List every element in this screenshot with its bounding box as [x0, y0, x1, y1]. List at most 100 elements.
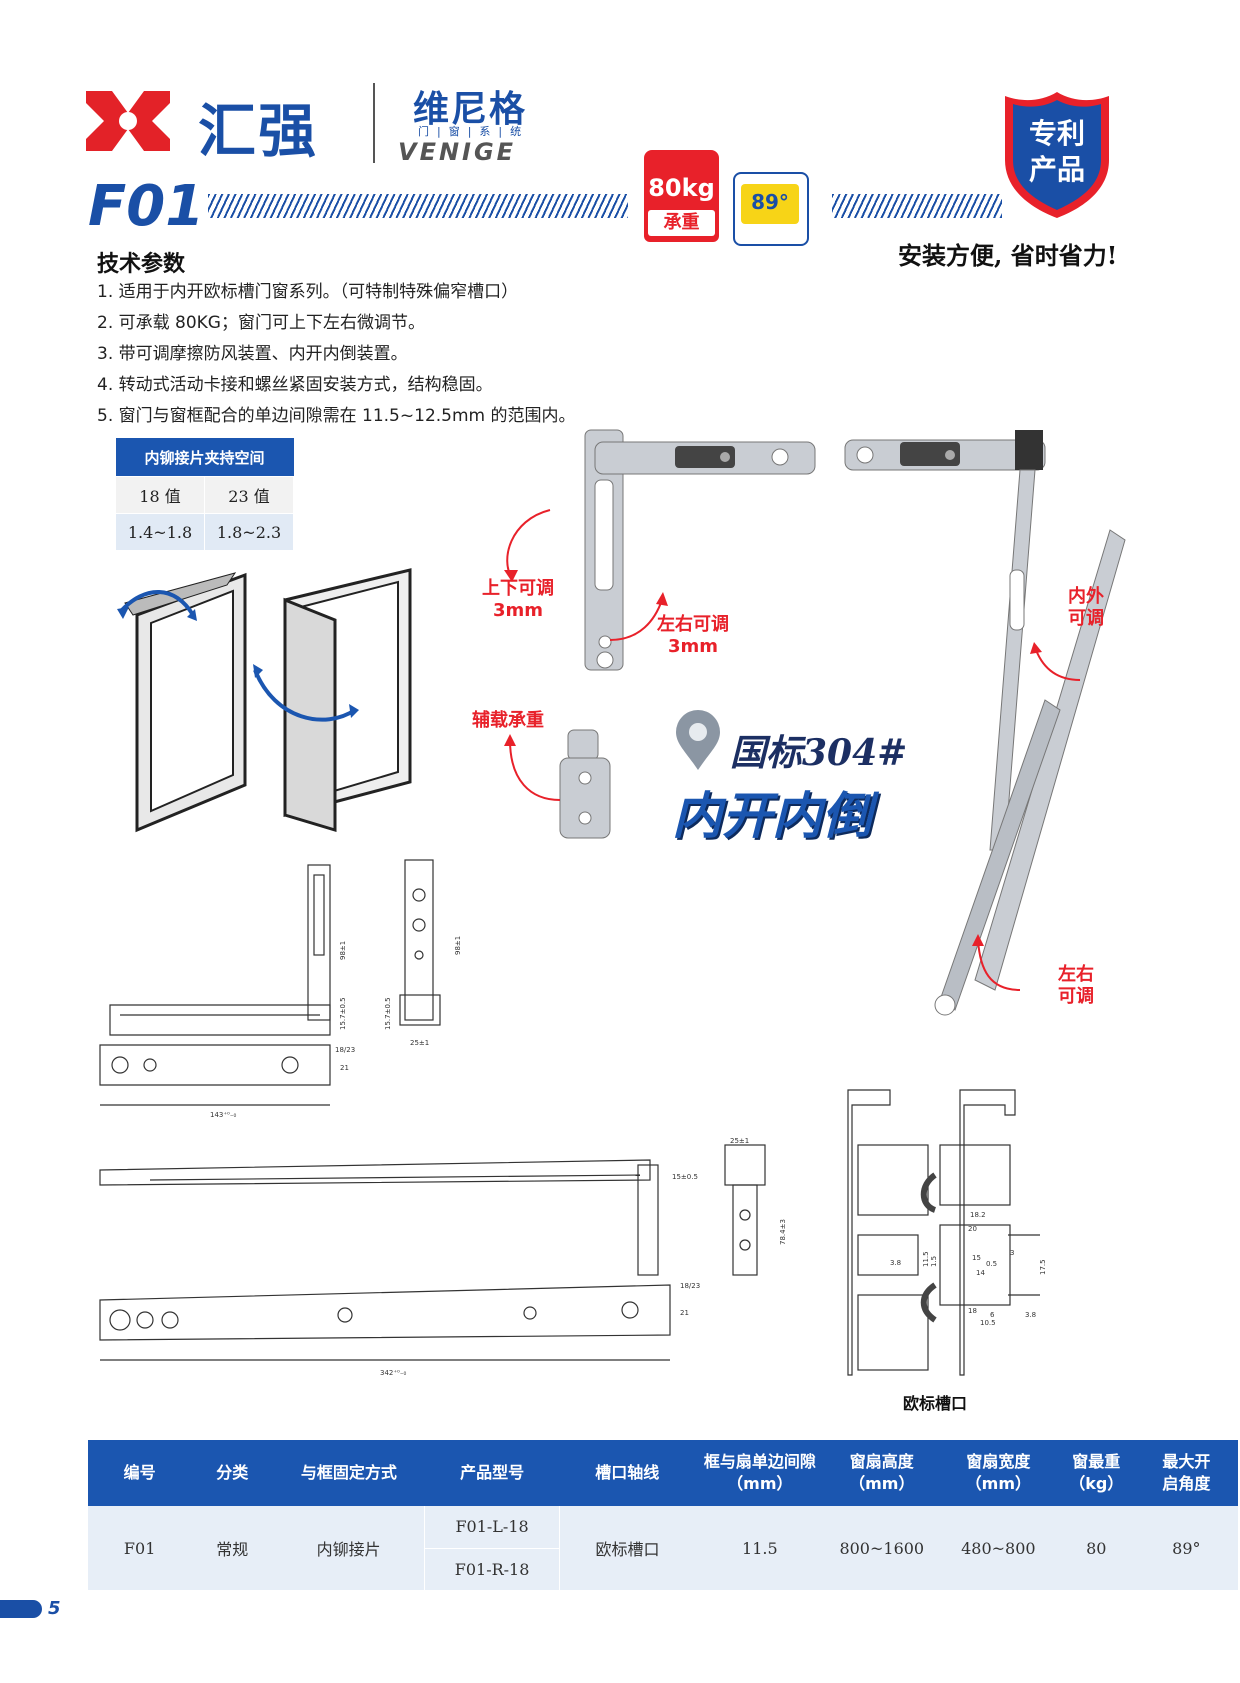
dim-21b: 21 [680, 1309, 689, 1317]
title-hatch-left [208, 194, 628, 218]
slogan: 安装方便, 省时省力! [898, 241, 1118, 270]
drawing-corner-short: 98±1 15.7±0.5 18/23 21 143⁺⁰₋₀ [99, 864, 355, 1119]
load-badge-value: 80kg [648, 174, 715, 202]
dim-98b: 98±1 [454, 936, 462, 955]
product-table-header: 窗扇宽度 （mm） [938, 1440, 1058, 1506]
venige-subtitle: 门|窗|系|统 [418, 125, 530, 138]
patent-line1: 专利 [1028, 117, 1085, 150]
annotation-lr2: 左右 可调 [1058, 964, 1094, 1007]
annotation-leftright: 左右可调 3mm [657, 614, 729, 657]
corner-hinge-right-photo [844, 430, 1126, 1030]
open-type-label: 内开内倒 [672, 787, 872, 845]
dim-21a: 21 [340, 1064, 349, 1072]
profile-182: 18.2 [970, 1211, 986, 1219]
product-id: F01 [88, 1506, 192, 1590]
profile-05: 0.5 [986, 1260, 997, 1268]
product-table-header: 窗最重 （kg） [1057, 1440, 1135, 1506]
product-weight: 80 [1057, 1506, 1135, 1590]
product-height: 800~1600 [824, 1506, 939, 1590]
annotation-inout: 内外 可调 [1068, 586, 1104, 629]
product-model-right: F01-R-18 [423, 1548, 561, 1590]
specs-list: 1. 适用于内开欧标槽门窗系列。（可特制特殊偏窄槽口） 2. 可承载 80KG；… [97, 277, 576, 432]
drawing-long-arm: 15±0.5 18/23 21 342⁺⁰₋₀ [99, 1159, 700, 1377]
product-table-header: 槽口轴线 [559, 1440, 695, 1506]
angle-badge-inner [741, 184, 799, 224]
profile-105: 10.5 [980, 1319, 996, 1327]
drawing-arm-side: 25±1 78.4±3 [724, 1137, 787, 1276]
spec-item: 2. 可承载 80KG；窗门可上下左右微调节。 [97, 313, 425, 333]
casement-window-illustration [253, 560, 425, 833]
product-table-header: 窗扇高度 （mm） [824, 1440, 939, 1506]
product-model-left: F01-L-18 [423, 1506, 561, 1549]
product-table-header: 框与扇单边间隙 （mm） [694, 1440, 825, 1506]
product-table: 编号 分类 与框固定方式 产品型号 槽口轴线 框与扇单边间隙 （mm） 窗扇高度… [88, 1440, 1238, 1590]
product-width: 480~800 [938, 1506, 1058, 1590]
spec-item: 3. 带可调摩擦防风装置、内开内倒装置。 [97, 344, 408, 364]
dim-15: 15±0.5 [672, 1173, 698, 1181]
profile-38a: 3.8 [890, 1259, 901, 1267]
profile-15: 1.5 [930, 1256, 938, 1267]
load-badge: 80kg 承重 [644, 150, 719, 242]
dim-98a: 98±1 [339, 941, 347, 960]
model-code: F01 [88, 174, 205, 239]
venige-cn-name: 维尼格 [413, 89, 528, 130]
dim-25a: 25±1 [410, 1039, 429, 1047]
product-table-header: 分类 [191, 1440, 274, 1506]
corner-hinge-left-photo [565, 429, 816, 690]
angle-badge-value: 89° [751, 190, 789, 214]
product-axis: 欧标槽口 [559, 1506, 695, 1590]
header-divider [373, 83, 375, 163]
profile-6: 6 [990, 1311, 995, 1319]
product-gap: 11.5 [694, 1506, 825, 1590]
venige-en-name: VENIGE [398, 138, 517, 166]
patent-shield: 专利 产品 [1003, 90, 1111, 220]
profile-15b: 15 [972, 1254, 981, 1262]
title-hatch-right [832, 194, 1002, 218]
drawing-corner-side: 98±1 15.7±0.5 25±1 [384, 859, 462, 1047]
aux-support-photo [559, 729, 611, 840]
brand-logo-mark [86, 91, 170, 151]
dim-157a: 15.7±0.5 [339, 997, 347, 1030]
adjust-arrows [504, 509, 1081, 991]
product-table-header: 编号 [88, 1440, 192, 1506]
dim-342: 342⁺⁰₋₀ [380, 1369, 407, 1377]
profile-20: 20 [968, 1225, 977, 1233]
dim-143: 143⁺⁰₋₀ [210, 1111, 237, 1119]
product-category: 常规 [191, 1506, 274, 1590]
angle-badge: 89° [733, 172, 809, 246]
page-number-tab [0, 1600, 42, 1618]
clamp-cell: 1.8~2.3 [204, 513, 294, 551]
clamp-table: 内铆接片夹持空间 18 值 23 值 1.4~1.8 1.8~2.3 [115, 438, 294, 551]
brand-name: 汇强 [198, 97, 319, 165]
profile-38b: 3.8 [1025, 1311, 1036, 1319]
dim-1823a: 18/23 [335, 1046, 355, 1054]
dim-1823b: 18/23 [680, 1282, 700, 1290]
load-badge-label: 承重 [648, 210, 715, 236]
product-fixing: 内铆接片 [273, 1506, 425, 1590]
annotation-aux: 辅载承重 [472, 710, 544, 731]
product-table-header: 与框固定方式 [273, 1440, 425, 1506]
spec-item: 4. 转动式活动卡接和螺丝紧固安装方式，结构稳固。 [97, 375, 493, 395]
material-pin-icon [676, 710, 720, 770]
specs-title: 技术参数 [97, 252, 186, 277]
spec-item: 5. 窗门与窗框配合的单边间隙需在 11.5~12.5mm 的范围内。 [97, 406, 576, 426]
profile-14: 14 [976, 1269, 985, 1277]
clamp-cell: 23 值 [204, 476, 294, 514]
tilt-window-illustration [115, 572, 265, 833]
profile-175: 17.5 [1039, 1259, 1047, 1275]
profile-caption: 欧标槽口 [903, 1394, 968, 1413]
product-table-header: 产品型号 [424, 1440, 560, 1506]
product-table-header: 最大开 启角度 [1134, 1440, 1238, 1506]
euro-groove-profile: 18.2 20 3.8 11.5 1.5 15 0.5 14 3 18 6 10… [847, 1089, 1047, 1376]
spec-item: 1. 适用于内开欧标槽门窗系列。（可特制特殊偏窄槽口） [97, 282, 519, 302]
dim-157b: 15.7±0.5 [384, 997, 392, 1030]
dim-25b: 25±1 [730, 1137, 749, 1145]
annotation-updown: 上下可调 3mm [482, 578, 554, 621]
clamp-table-header: 内铆接片夹持空间 [115, 438, 294, 477]
dim-784: 78.4±3 [779, 1219, 787, 1245]
clamp-cell: 18 值 [115, 476, 205, 514]
patent-line2: 产品 [1028, 153, 1085, 186]
page-number: 5 [48, 1598, 61, 1619]
profile-115: 11.5 [922, 1251, 930, 1267]
profile-18: 18 [968, 1307, 977, 1315]
